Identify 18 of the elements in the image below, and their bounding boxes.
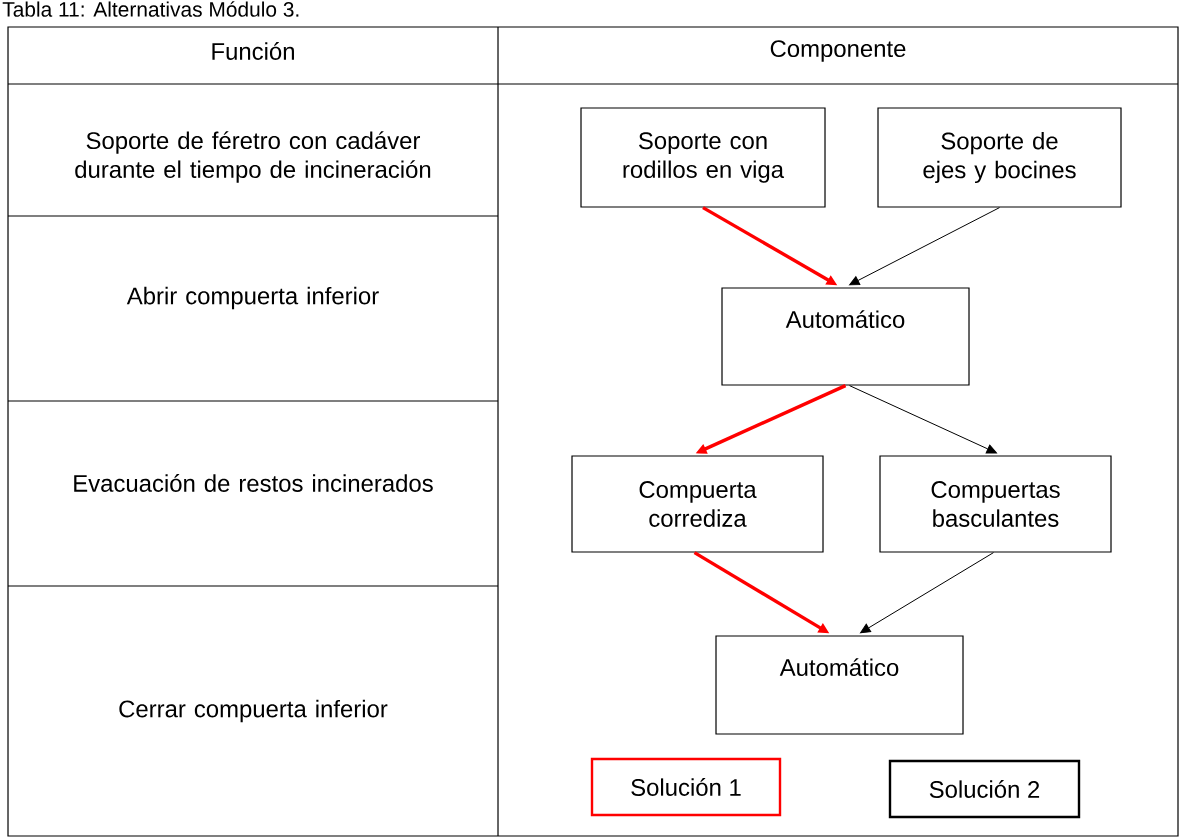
column-header: Función (212, 42, 294, 60)
table-title: Tabla 11: Alternativas Módulo 3. (2, 1, 299, 17)
process-box: Compuertas basculantes (879, 455, 1112, 553)
process-box: Compuerta corrediza (571, 455, 824, 553)
arrow (860, 552, 994, 634)
process-box: Soporte de ejes y bocines (877, 107, 1122, 208)
process-box: Soporte con rodillos en viga (580, 107, 826, 208)
legend-box: Solución 2 (888, 759, 1081, 819)
legend-box: Solución 1 (590, 757, 782, 817)
function-text: Evacuación de restos incinerados (74, 474, 433, 492)
function-text: Cerrar compuerta inferior (119, 699, 388, 723)
function-text: Abrir compuerta inferior (126, 286, 379, 310)
arrow (849, 385, 997, 454)
process-box: Automático (721, 287, 970, 386)
function-text: Soporte de féretro con cadáver durante el tiempo de incineración (75, 131, 431, 183)
column-header: Componente (770, 40, 906, 62)
arrow (849, 207, 1000, 286)
process-box: Automático (715, 635, 964, 735)
